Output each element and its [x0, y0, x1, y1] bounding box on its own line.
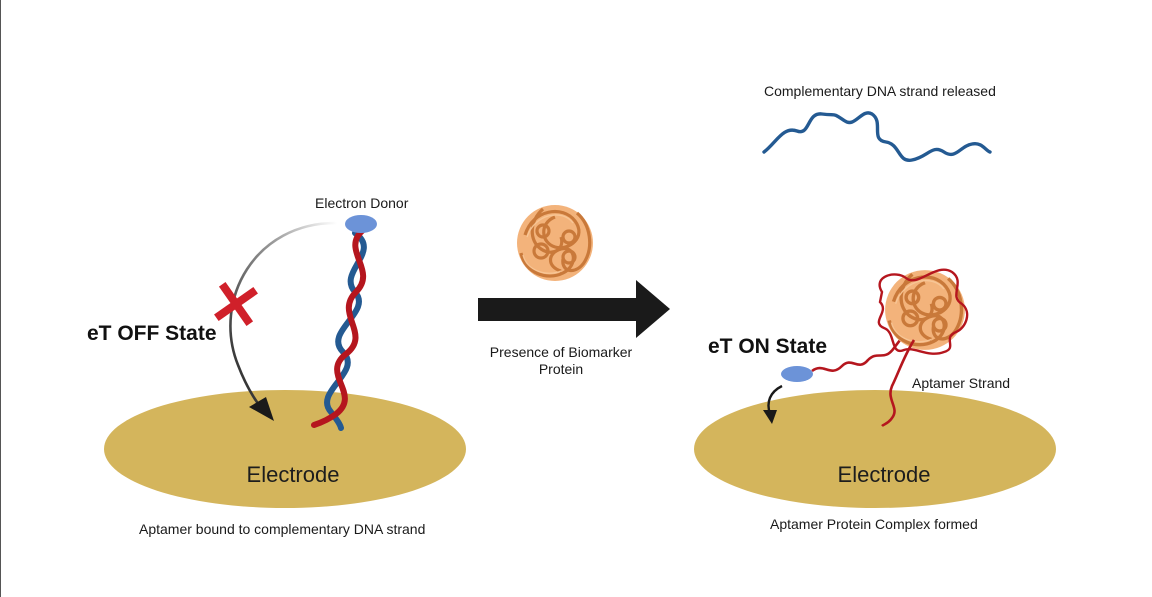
et-on-state-label: eT ON State: [708, 335, 828, 358]
electron-donor-left: [345, 215, 377, 233]
released-dna-strand: [762, 111, 992, 162]
left-electrode: [104, 390, 466, 508]
aptamer-protein-complex: [811, 268, 969, 428]
aptamer-strand-label: Aptamer Strand: [912, 375, 1011, 391]
bound-protein-icon: [883, 268, 967, 352]
dna-duplex: [311, 227, 367, 431]
electron-transfer-small-arrowhead-icon: [763, 410, 777, 424]
blocked-x-icon: [214, 282, 258, 326]
aptamer-strand-tail: [881, 339, 916, 428]
protein-icon: [515, 203, 595, 283]
released-strand-label: Complementary DNA strand released: [764, 83, 996, 99]
aptamer-strand-free-end: [811, 326, 913, 373]
arrow-caption-line1: Presence of Biomarker: [489, 344, 633, 360]
aptamer-strand-wrap: [877, 268, 969, 355]
frame-border: [0, 0, 1, 597]
electron-transfer-arrowhead-icon: [249, 397, 274, 421]
process-arrow-icon: [478, 280, 670, 338]
right-electrode: [694, 390, 1056, 508]
left-caption: Aptamer bound to complementary DNA stran…: [139, 521, 426, 537]
right-electrode-label: Electrode: [837, 462, 931, 487]
electron-donor-label: Electron Donor: [315, 195, 409, 211]
arrow-caption-line2: Protein: [538, 361, 584, 377]
et-off-state-label: eT OFF State: [87, 322, 217, 345]
left-electrode-label: Electrode: [246, 462, 340, 487]
electron-transfer-arrow-icon: [229, 221, 338, 414]
aptamer-strand-bound: [311, 227, 367, 428]
right-caption: Aptamer Protein Complex formed: [770, 516, 978, 532]
electron-donor-right: [781, 366, 813, 382]
